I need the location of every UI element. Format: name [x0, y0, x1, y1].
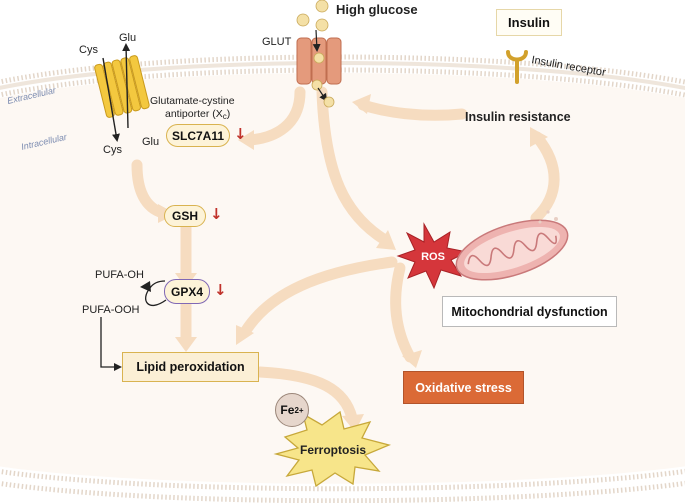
glucose-molecule: [296, 13, 310, 27]
oxidative-stress-box: Oxidative stress: [403, 371, 524, 404]
flow-arrow-to-insulin-resistance: [357, 99, 468, 121]
gpx4-decrease-arrow: ↓: [214, 281, 227, 299]
cys-bottom-label: Cys: [103, 144, 122, 156]
flow-arrow-lipid-to-ferroptosis: [254, 366, 358, 424]
ros-burst: [396, 222, 469, 290]
flow-arrow-ros-to-lipid: [239, 256, 398, 338]
mitochondrial-dysfunction-box: Mitochondrial dysfunction: [442, 296, 617, 327]
flow-arrow-glut-to-slc7a11: [244, 86, 306, 146]
glucose-exit-arrow: [317, 87, 328, 102]
glucose-molecule: [311, 79, 323, 91]
glu-top-label: Glu: [119, 32, 136, 44]
high-glucose-label: High glucose: [336, 2, 418, 17]
lipid-peroxidation-box: Lipid peroxidation: [122, 352, 259, 382]
glucose-molecule: [315, 18, 329, 32]
mitochondrion-icon: [455, 210, 569, 281]
glucose-entry-arrow: [312, 29, 321, 52]
glucose-molecule: [323, 96, 335, 108]
glu-bottom-label: Glu: [142, 136, 159, 148]
pufa-ooh-to-lipid-arrow: [100, 317, 122, 371]
gpx4-pill: GPX4: [164, 279, 210, 304]
ferroptosis-label: Ferroptosis: [300, 443, 366, 457]
glut-transporter-icon: [296, 37, 342, 85]
antiporter-label-line1: Glutamate-cystine: [150, 95, 235, 107]
cell-membrane-bottom: [0, 468, 685, 503]
antiporter-icon: [94, 55, 150, 118]
pufa-oh-arrowhead: [140, 281, 151, 292]
flow-arrow-ros-to-oxidative: [390, 262, 416, 363]
fe-charge-label: 2+: [294, 405, 304, 415]
glut-label: GLUT: [262, 36, 292, 48]
cys-in-arrow: [102, 57, 120, 142]
pufa-ooh-label: PUFA-OOH: [82, 304, 140, 316]
ferroptosis-burst: [273, 410, 392, 488]
insulin-receptor-icon: [506, 50, 528, 84]
flow-arrow-heads: [158, 94, 548, 432]
flow-arrow-glut-to-ros: [316, 86, 391, 246]
glucose-molecule: [315, 0, 329, 13]
fe-label: Fe: [280, 403, 295, 417]
slc7a11-pill: SLC7A11: [166, 124, 230, 147]
glu-out-arrow: [122, 43, 131, 129]
insulin-box: Insulin: [496, 9, 562, 36]
ros-label: ROS: [421, 251, 445, 263]
cys-top-label: Cys: [79, 44, 98, 56]
gsh-decrease-arrow: ↓: [210, 205, 223, 223]
gsh-pill: GSH: [164, 205, 206, 227]
insulin-resistance-label: Insulin resistance: [465, 110, 571, 124]
pufa-oh-label: PUFA-OH: [95, 269, 144, 281]
slc7a11-decrease-arrow: ↓: [234, 125, 247, 143]
antiporter-label-line2: antiporter (Xc): [165, 108, 230, 121]
flow-arrow-mito-to-insulin-resistance: [530, 131, 560, 224]
